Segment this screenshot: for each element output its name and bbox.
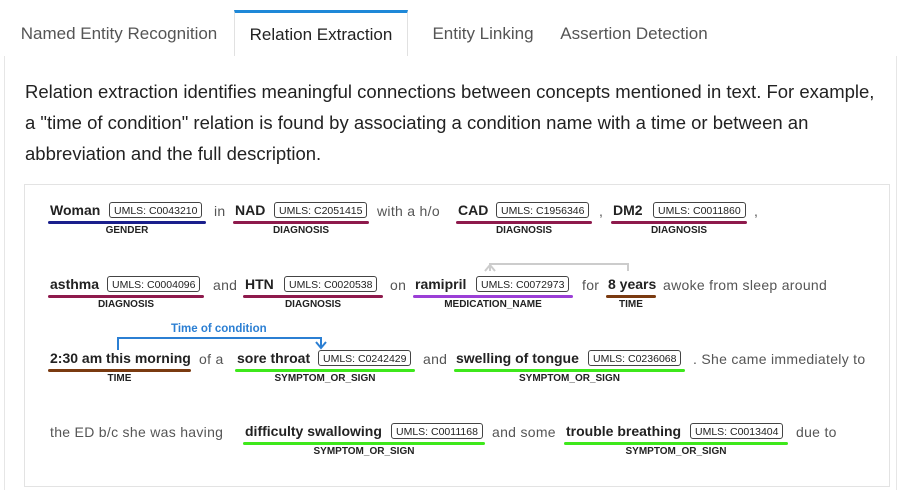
entity-swelling-of-tongue[interactable]: swelling of tongue <box>456 350 579 366</box>
underline-diagnosis-nad <box>233 221 369 224</box>
underline-symptom-sore-throat <box>235 369 415 372</box>
entity-sore-throat[interactable]: sore throat <box>237 350 311 366</box>
entity-nad[interactable]: NAD <box>235 202 266 218</box>
relation-demo-box: Woman UMLS: C0043210 GENDER in NAD UMLS:… <box>24 184 890 487</box>
entity-cad[interactable]: CAD <box>458 202 489 218</box>
word-of-a: of a <box>199 351 224 367</box>
word-and-1: and <box>213 277 238 293</box>
underline-symptom-trouble <box>564 442 788 445</box>
relation-arrows <box>117 263 629 350</box>
entity-ramipril[interactable]: ramipril <box>415 276 467 292</box>
word-with-ho: with a h/o <box>377 203 440 219</box>
relation-arrowhead-gray <box>484 263 496 272</box>
relation-arrow-gray <box>489 263 629 271</box>
label-diagnosis-dm2: DIAGNOSIS <box>650 225 708 236</box>
underline-symptom-swelling <box>454 369 685 372</box>
label-time-8-years: TIME <box>619 299 643 310</box>
umls-code-dm2[interactable]: UMLS: C0011860 <box>653 202 746 218</box>
underline-gender <box>48 221 206 224</box>
umls-code-sore-throat[interactable]: UMLS: C0242429 <box>318 350 412 366</box>
entity-2-30-am[interactable]: 2:30 am this morning <box>50 350 191 366</box>
underline-diagnosis-asthma <box>48 295 204 298</box>
tab-assertion-detection[interactable]: Assertion Detection <box>560 24 708 43</box>
entity-difficulty-swallowing[interactable]: difficulty swallowing <box>245 423 382 439</box>
underline-symptom-difficulty <box>243 442 485 445</box>
relation-arrow-time-of-condition <box>117 337 322 350</box>
entity-dm2[interactable]: DM2 <box>613 202 643 218</box>
entity-woman[interactable]: Woman <box>50 202 101 218</box>
tab-named-entity-recognition[interactable]: Named Entity Recognition <box>20 24 218 43</box>
word-comma-1: , <box>599 203 604 219</box>
word-and-2: and <box>423 351 448 367</box>
underline-time-2-30 <box>48 369 191 372</box>
word-comma-2: , <box>754 203 759 219</box>
word-and-some: and some <box>492 424 556 440</box>
relation-label-time-of-condition: Time of condition <box>171 323 267 335</box>
umls-code-difficulty[interactable]: UMLS: C0011168 <box>391 423 483 439</box>
label-diagnosis-htn: DIAGNOSIS <box>284 299 342 310</box>
label-symptom-swelling: SYMPTOM_OR_SIGN <box>519 373 620 384</box>
word-the-ed: the ED b/c she was having <box>50 424 224 440</box>
label-symptom-difficulty: SYMPTOM_OR_SIGN <box>313 446 415 457</box>
word-she-came: . She came immediately to <box>693 351 866 367</box>
word-awoke: awoke from sleep around <box>663 277 828 293</box>
umls-code-asthma[interactable]: UMLS: C0004096 <box>107 276 201 292</box>
word-in: in <box>214 203 226 219</box>
label-time-2-30: TIME <box>107 373 132 384</box>
umls-code-htn[interactable]: UMLS: C0020538 <box>284 276 378 292</box>
underline-diagnosis-htn <box>243 295 383 298</box>
entity-8-years[interactable]: 8 years <box>608 276 657 292</box>
tab-entity-linking[interactable]: Entity Linking <box>432 24 534 43</box>
label-diagnosis-asthma: DIAGNOSIS <box>97 299 155 310</box>
underline-medication-name <box>413 295 573 298</box>
word-on: on <box>390 277 407 293</box>
entity-asthma[interactable]: asthma <box>50 276 100 292</box>
entity-trouble-breathing[interactable]: trouble breathing <box>566 423 682 439</box>
umls-code-trouble[interactable]: UMLS: C0013404 <box>690 423 784 439</box>
underline-diagnosis-cad <box>456 221 592 224</box>
umls-code-cad[interactable]: UMLS: C1956346 <box>496 202 590 218</box>
umls-code-woman[interactable]: UMLS: C0043210 <box>109 202 203 218</box>
label-symptom-trouble: SYMPTOM_OR_SIGN <box>625 446 727 457</box>
description-text: Relation extraction identifies meaningfu… <box>25 81 875 164</box>
label-gender: GENDER <box>105 225 149 236</box>
tab-relation-extraction[interactable]: Relation Extraction <box>234 10 408 57</box>
label-medication-name: MEDICATION_NAME <box>444 299 542 310</box>
entity-htn[interactable]: HTN <box>245 276 274 292</box>
tab-panel: Relation extraction identifies meaningfu… <box>4 56 897 490</box>
word-due-to: due to <box>796 424 837 440</box>
label-symptom-sore-throat: SYMPTOM_OR_SIGN <box>274 373 376 384</box>
label-diagnosis-nad: DIAGNOSIS <box>272 225 330 236</box>
word-for: for <box>582 277 600 293</box>
umls-code-swelling[interactable]: UMLS: C0236068 <box>588 350 682 366</box>
underline-diagnosis-dm2 <box>611 221 747 224</box>
relation-arrowhead-blue <box>315 341 327 350</box>
tab-bar: Named Entity Recognition Relation Extrac… <box>4 10 897 57</box>
umls-code-nad[interactable]: UMLS: C2051415 <box>274 202 368 218</box>
umls-code-ramipril[interactable]: UMLS: C0072973 <box>476 276 570 292</box>
label-diagnosis-cad: DIAGNOSIS <box>495 225 553 236</box>
underline-time-8-years <box>606 295 656 298</box>
